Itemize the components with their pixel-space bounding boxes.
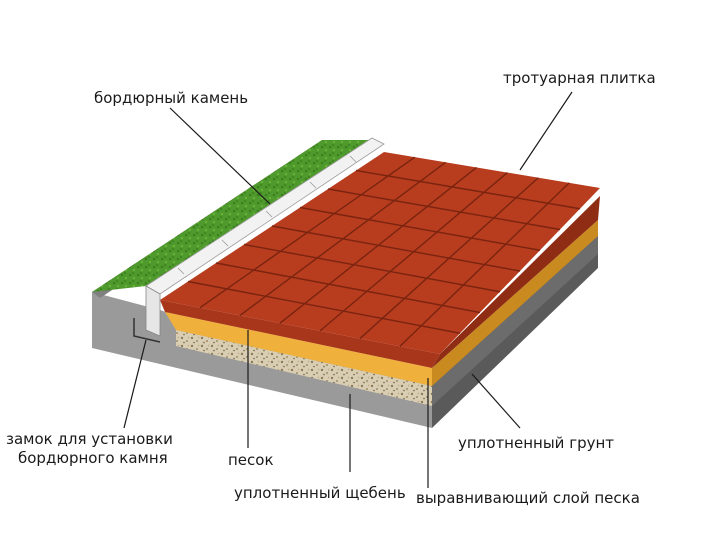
gravel-layer (176, 236, 598, 406)
tile-joint (279, 166, 478, 324)
label-curb-lock-line2: бордюрного камня (18, 449, 168, 467)
label-sand: песок (228, 451, 274, 469)
tile-joint (359, 177, 539, 340)
label-leveling-sand: выравнивающий слой песка (416, 489, 640, 507)
tile-surface (160, 152, 600, 354)
label-compacted-soil: уплотненный грунт (458, 434, 614, 452)
tile-joint (319, 172, 508, 332)
label-paving-tile: тротуарная плитка (503, 69, 656, 87)
curb-stone (145, 137, 385, 337)
tile-joint (399, 182, 570, 347)
tile-joint (239, 161, 447, 316)
tile-joint (327, 188, 561, 231)
leader-lines (123, 91, 573, 488)
tile-joint (355, 169, 581, 210)
label-compacted-gravel: уплотненный щебень (234, 484, 406, 502)
tile-joint (299, 206, 541, 251)
curb-lock (133, 318, 161, 343)
tile-joint (187, 280, 461, 334)
tile-joint (271, 225, 521, 272)
tile-joint (199, 156, 416, 309)
sand-layer (165, 220, 598, 386)
tile-joint (215, 262, 481, 314)
label-curb-stone: бордюрный камень (94, 89, 248, 107)
grass-strip (92, 140, 372, 292)
label-curb-lock-line1: замок для установки (6, 430, 173, 448)
tile-grid (187, 156, 581, 347)
tile-front-edge (160, 196, 600, 368)
tile-joint (243, 243, 501, 293)
